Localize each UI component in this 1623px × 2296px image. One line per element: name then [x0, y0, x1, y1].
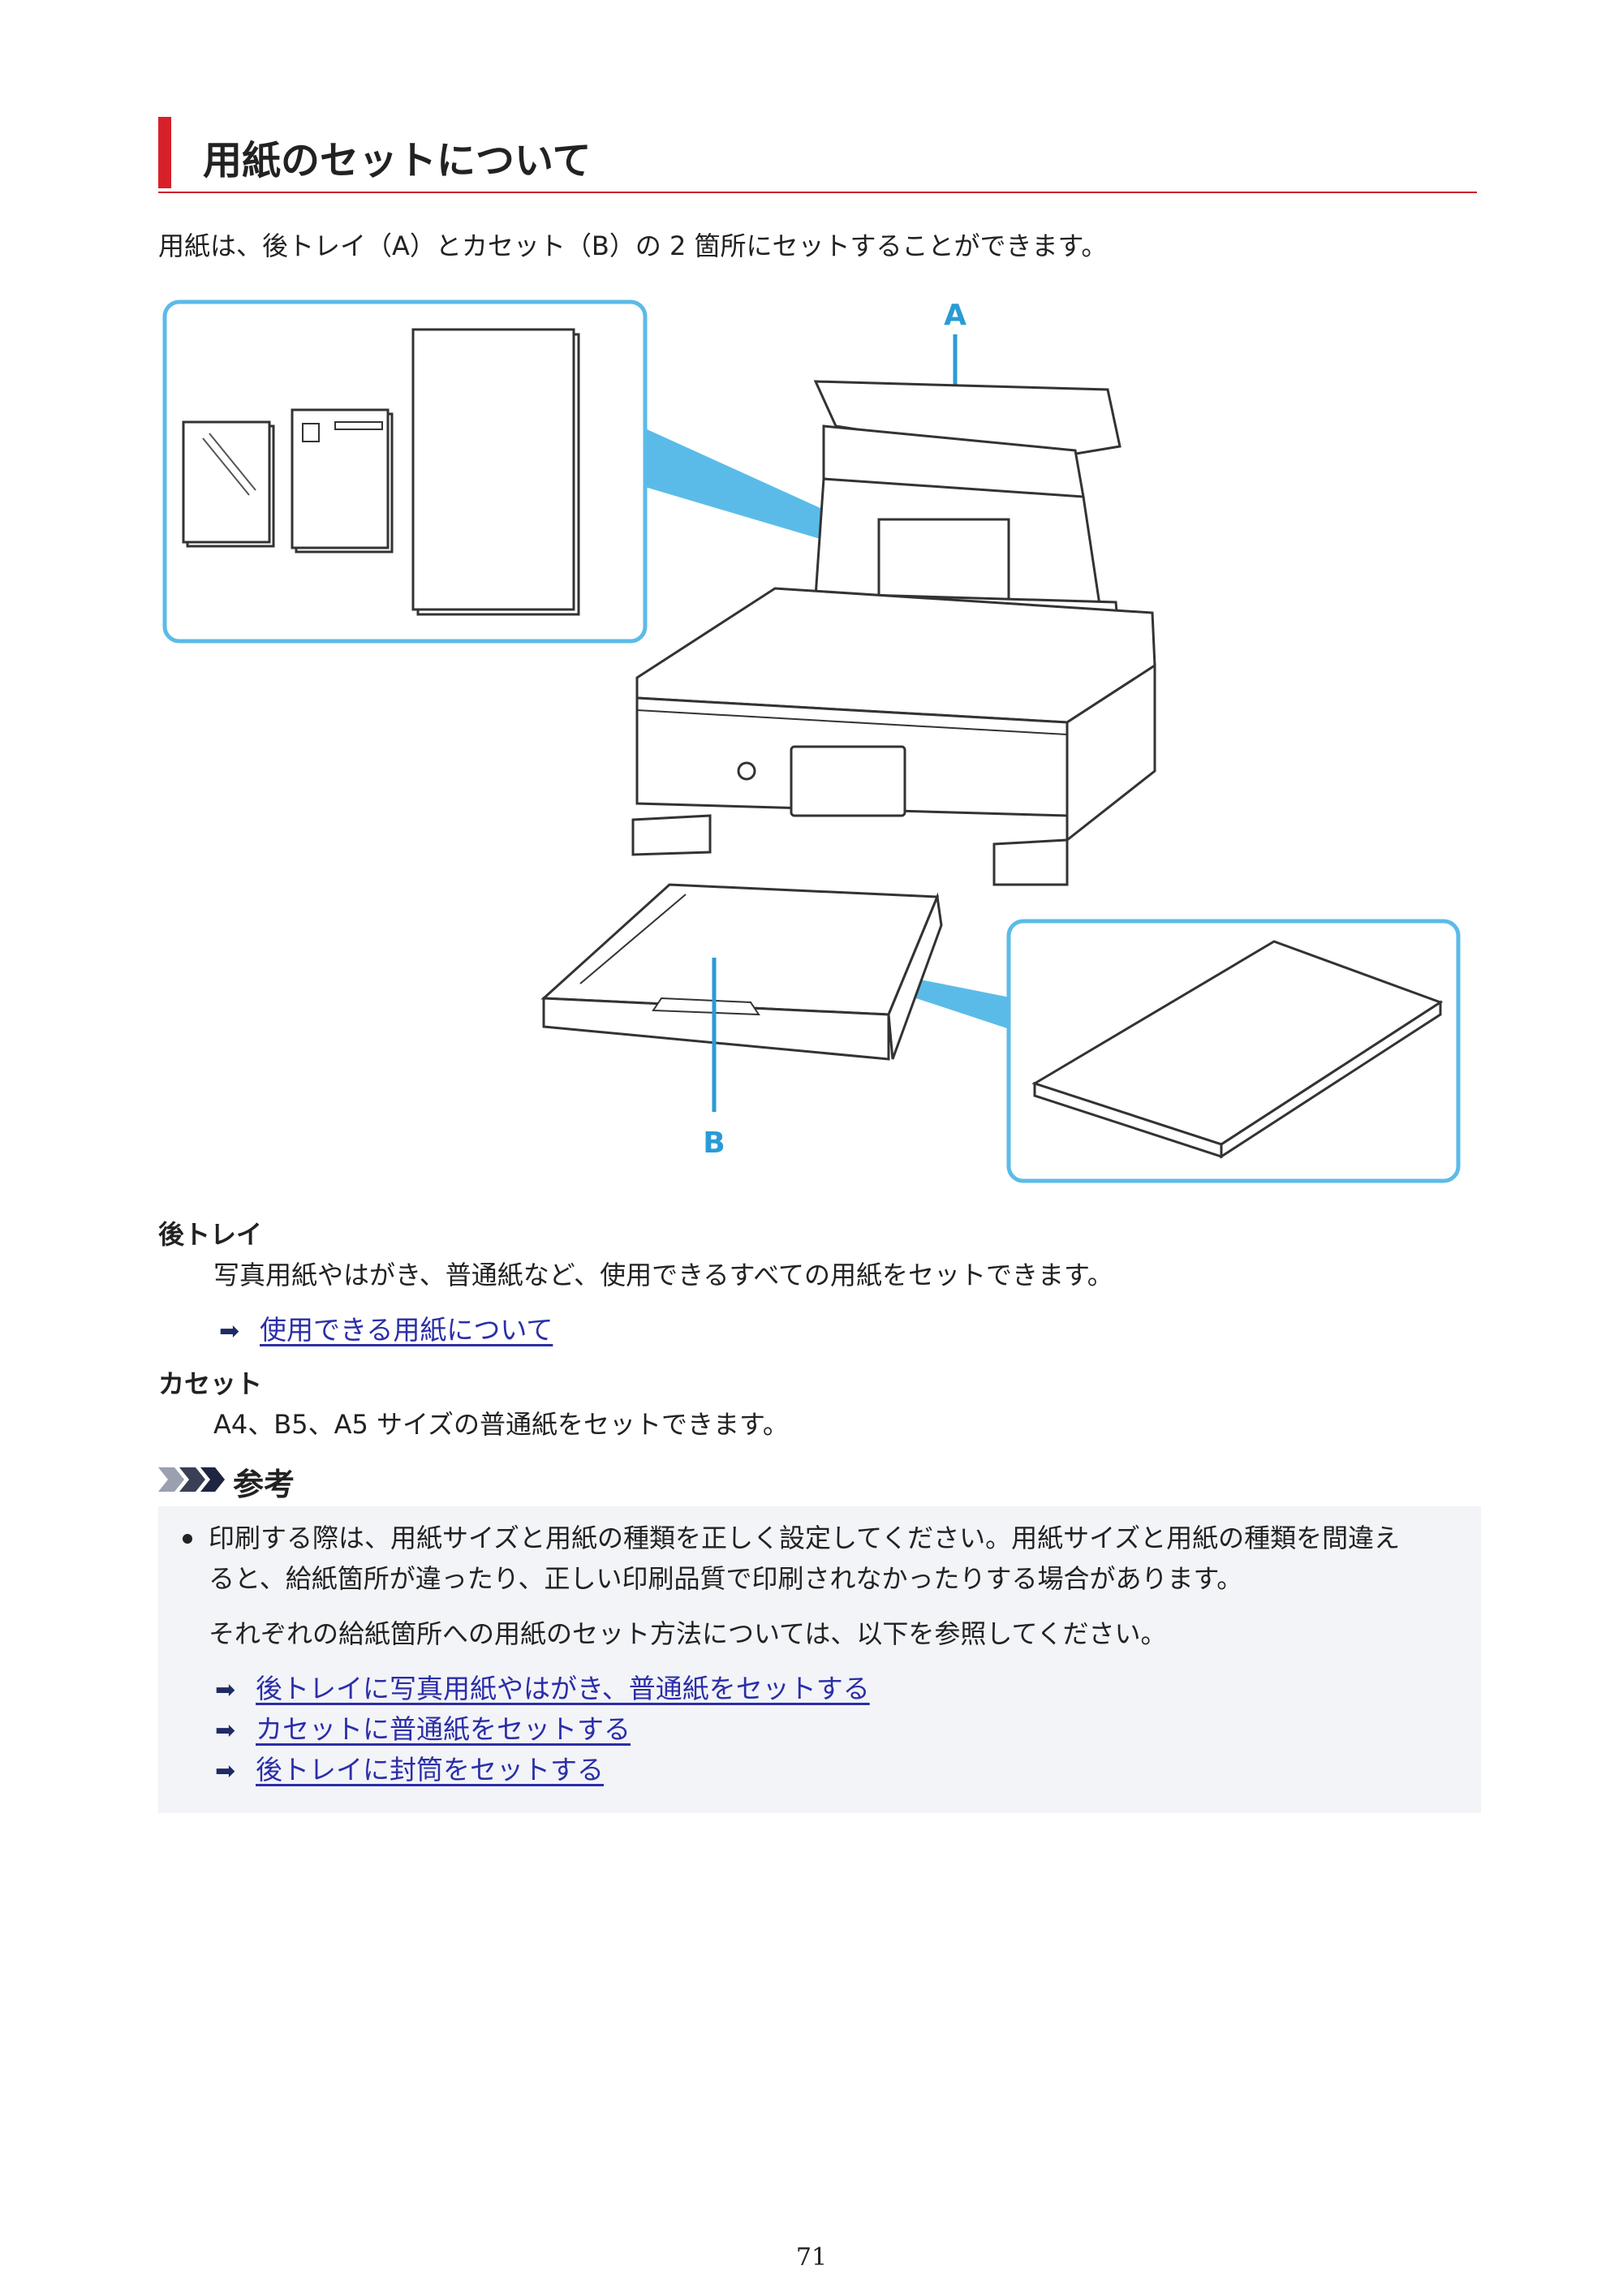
supported-paper-link[interactable]: 使用できる用紙について	[260, 1314, 553, 1346]
rear-tray-heading: 後トレイ	[158, 1219, 263, 1250]
link-row-rear-tray-photo[interactable]: ➡ 後トレイに写真用紙やはがき、普通紙をセットする	[215, 1667, 870, 1706]
supported-paper-link-row[interactable]: ➡ 使用できる用紙について	[219, 1308, 553, 1347]
link-row-rear-tray-envelope[interactable]: ➡ 後トレイに封筒をセットする	[215, 1748, 604, 1787]
link-rear-tray-photo-paper[interactable]: 後トレイに写真用紙やはがき、普通紙をセットする	[256, 1673, 870, 1704]
rear-tray-description: 写真用紙やはがき、普通紙など、使用できるすべての用紙をセットできます。	[213, 1260, 1113, 1290]
note-box: 印刷する際は、用紙サイズと用紙の種類を正しく設定してください。用紙サイズと用紙の…	[158, 1506, 1481, 1813]
title-accent-bar	[158, 117, 171, 188]
note-line-3: それぞれの給紙箇所への用紙のセット方法については、以下を参照してください。	[209, 1618, 1167, 1649]
cassette-heading: カセット	[158, 1368, 263, 1399]
bullet-dot-icon	[183, 1534, 192, 1544]
note-heading-text: 参考	[233, 1467, 295, 1502]
arrow-right-icon: ➡	[215, 1676, 236, 1704]
page-number: 71	[795, 2243, 828, 2272]
link-row-cassette-plain[interactable]: ➡ カセットに普通紙をセットする	[215, 1708, 631, 1747]
intro-text: 用紙は、後トレイ（A）とカセット（B）の 2 箇所にセットすることができます。	[158, 230, 1108, 261]
note-chevrons-icon	[158, 1467, 225, 1492]
note-line-2: ると、給紙箇所が違ったり、正しい印刷品質で印刷されなかったりする場合があります。	[209, 1563, 1243, 1594]
label-a: A	[944, 299, 966, 332]
printer-illustration: A B	[162, 299, 1461, 1183]
page-title: 用紙のセットについて	[158, 114, 1477, 193]
link-cassette-plain-paper[interactable]: カセットに普通紙をセットする	[256, 1713, 631, 1745]
page-title-text: 用紙のセットについて	[203, 138, 592, 183]
cassette-description: A4、B5、A5 サイズの普通紙をセットできます。	[213, 1409, 789, 1440]
note-line-1: 印刷する際は、用紙サイズと用紙の種類を正しく設定してください。用紙サイズと用紙の…	[209, 1523, 1401, 1553]
arrow-right-icon: ➡	[215, 1757, 236, 1786]
label-b: B	[703, 1126, 725, 1160]
arrow-right-icon: ➡	[219, 1317, 240, 1346]
link-rear-tray-envelope[interactable]: 後トレイに封筒をセットする	[256, 1754, 604, 1786]
arrow-right-icon: ➡	[215, 1717, 236, 1745]
